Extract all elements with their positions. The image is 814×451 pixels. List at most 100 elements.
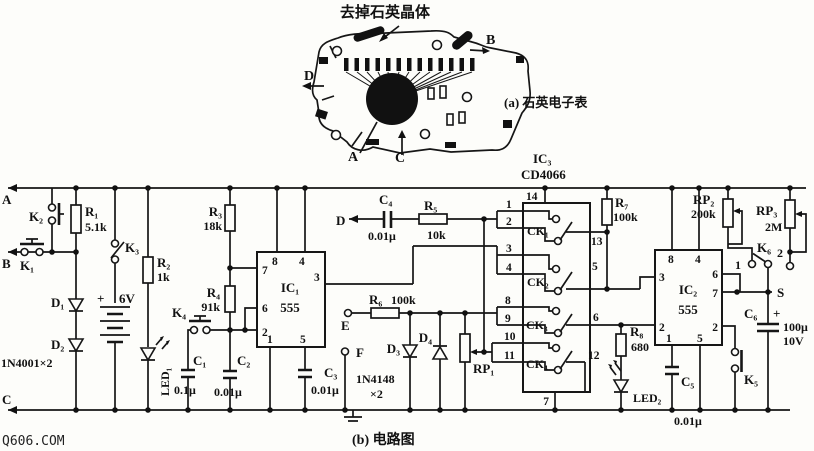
ic1-ref: IC₁ (281, 280, 299, 295)
ic3-switch-ck3: CK₃ (523, 306, 655, 338)
bottom-rail (8, 406, 790, 414)
c4-value: 0.01μ (368, 229, 396, 243)
capacitor-c3: C₃ 0.01μ (298, 365, 339, 397)
figure-a-caption: (a) 石英电子表 (504, 95, 588, 110)
rp1-ref: RP₁ (473, 361, 494, 376)
k3-label: K₃ (125, 240, 139, 255)
capacitor-c1: C₁ 0.1μ (174, 353, 206, 410)
c6-rating: 10V (783, 334, 804, 348)
terminal-b-label: B (2, 256, 11, 271)
ck3-label: CK₃ (526, 318, 548, 332)
watch-terminal-b: B (486, 33, 495, 48)
c5-ref: C₅ (681, 374, 694, 389)
terminal-f: F (340, 345, 364, 422)
rp2-value: 200k (691, 207, 716, 221)
ic3-switch-ck1: CK₁ (523, 210, 607, 246)
ic2-pin7: 7 (712, 288, 718, 300)
watch-comb-teeth (344, 58, 475, 71)
ic3-cd4066: IC₃ CD4066 14 7 1 2 3 4 8 9 10 11 CK₁ (504, 151, 655, 410)
watch-terminal-c: C (395, 151, 405, 166)
title-pointer-arrowhead (379, 33, 388, 42)
figure-b-caption: (b) 电路图 (352, 431, 415, 448)
diode-d3: D₃ (387, 313, 419, 410)
watch-figure: 去掉石英晶体 (302, 3, 588, 166)
ic3-ref: IC₃ (533, 151, 551, 166)
k6-label: K₆ (757, 240, 771, 255)
led1-label: LED₁ (158, 367, 172, 396)
r6-ref: R₆ (369, 292, 382, 307)
ic2-pin2-right: 2 (712, 322, 718, 334)
c3-ref: C₃ (324, 365, 337, 380)
circuit-figure: A B C K₁ K₂ R₁ 5.1k D₁ D₂ 1N4001×2 (1, 151, 808, 448)
k6-pos1: 1 (735, 258, 741, 272)
top-rail (8, 184, 806, 192)
ic1-pin8: 8 (272, 256, 278, 268)
diode-d1-d2: D₁ D₂ 1N4001×2 (1, 252, 85, 410)
ic3-pin2: 2 (506, 216, 512, 228)
ic3-pin8: 8 (505, 295, 511, 307)
ic2-555: 8 4 3 2 6 7 2 1 5 IC₂ 555 (654, 188, 772, 410)
ic3-pin7: 7 (543, 396, 549, 408)
pot-rp3: RP₃ 2M (756, 188, 807, 263)
ck4-label: CK₄ (526, 357, 548, 371)
c2-ref: C₂ (237, 353, 250, 368)
watch-screw-holes (330, 39, 473, 141)
switch-k1: K₁ (20, 238, 44, 273)
switch-k2: K₂ (29, 188, 64, 252)
terminal-d-label: D (336, 213, 345, 228)
rp3-ref: RP₃ (756, 203, 777, 218)
ic2-pin8: 8 (668, 254, 674, 266)
ic3-pin5: 5 (592, 261, 598, 273)
switch-k4: K₄ (172, 305, 257, 370)
ic3-pin10: 10 (504, 331, 516, 343)
k5-label: K₅ (744, 372, 758, 387)
watch-coil-disc (366, 73, 418, 125)
r8-ref: R₈ (630, 324, 643, 339)
r2-ref: R₂ (157, 255, 170, 270)
d4-label: D₄ (419, 330, 432, 345)
ic3-switch-ck4: CK₄ (523, 342, 586, 392)
terminal-e-label: E (341, 318, 350, 333)
switch-k3: K₃ (110, 188, 139, 303)
switch-k5: K₅ (730, 347, 758, 410)
ic3-pin11: 11 (504, 350, 515, 362)
d1-label: D₁ (51, 295, 64, 310)
terminal-f-label: F (356, 345, 364, 360)
ic2-pin4: 4 (695, 254, 701, 266)
c5-value: 0.01μ (674, 414, 702, 428)
terminal-a-label: A (2, 192, 12, 207)
ic3-switch-ck2: CK₂ (523, 254, 655, 296)
c1-ref: C₁ (193, 353, 206, 368)
watch-terminal-d: D (304, 69, 314, 84)
resistor-r1: R₁ 5.1k (70, 188, 107, 252)
ic1-pin1: 1 (267, 334, 273, 346)
battery-6v: + 6V (97, 291, 136, 410)
k2-label: K₂ (29, 209, 43, 224)
c6-ref: C₆ (744, 306, 757, 321)
switch-k6: K₆ 1 2 (735, 240, 795, 292)
ic3-pin9: 9 (505, 313, 511, 325)
ic2-pin5: 5 (697, 333, 703, 345)
resistor-r2: R₂ 1k (142, 188, 170, 347)
ic1-pin2: 2 (262, 327, 268, 339)
ic3-pin3: 3 (506, 243, 512, 255)
r7-ref: R₇ (615, 195, 628, 210)
r7-value: 100k (613, 210, 638, 224)
d3-d4-mult: ×2 (370, 387, 383, 401)
ic3-pin14: 14 (526, 191, 538, 203)
watermark: Q606.COM (2, 434, 65, 449)
ground-symbol (344, 410, 362, 422)
watch-smd-parts (427, 85, 466, 126)
ck1-label: CK₁ (527, 224, 549, 238)
watch-solder-pads (315, 26, 524, 148)
k4-label: K₄ (172, 305, 186, 320)
ic3-pin1: 1 (506, 199, 512, 211)
c3-value: 0.01μ (311, 383, 339, 397)
d2-label: D₂ (51, 337, 64, 352)
ic3-pin12: 12 (588, 350, 600, 362)
k6-pos2: 2 (777, 246, 783, 260)
led2: LED₂ (608, 360, 662, 410)
r8-value: 680 (631, 340, 649, 354)
r5-ref: R₅ (424, 198, 437, 213)
